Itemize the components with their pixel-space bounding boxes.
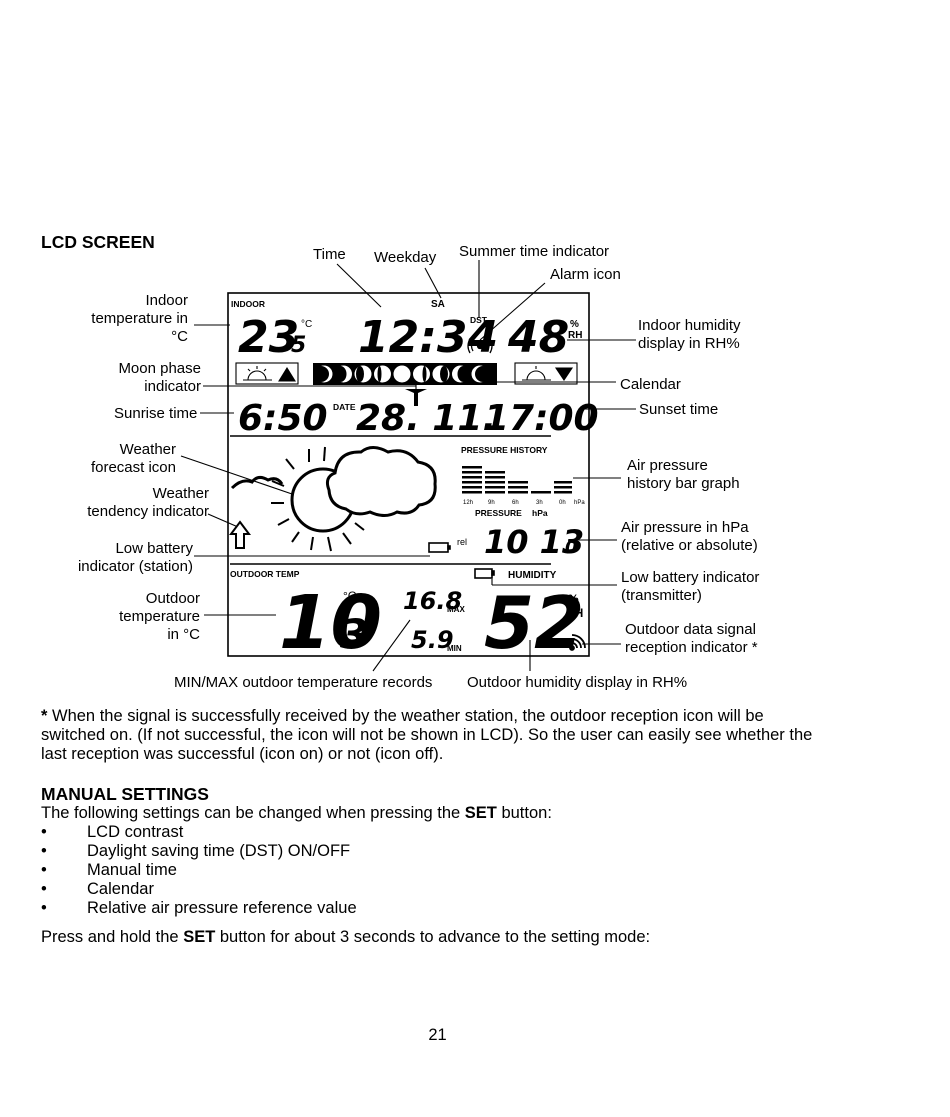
lcd-outdoor-temp-int: 10	[279, 580, 382, 666]
label-calendar: Calendar	[620, 376, 681, 393]
moon-phase-shadow-8	[457, 366, 470, 382]
lcd-humidity-label: HUMIDITY	[508, 570, 557, 581]
lcd-pressure-dec: 0	[565, 537, 578, 558]
low-battery-station-icon	[428, 542, 451, 553]
list-item: LCD contrast	[41, 823, 357, 842]
page-number: 21	[428, 1026, 447, 1044]
lcd-outdoor-humidity: 52	[484, 581, 584, 665]
label-alarm-icon: Alarm icon	[550, 266, 621, 283]
lcd-percent-2: %	[568, 592, 579, 606]
lcd-pressure-history-label: PRESSURE HISTORY	[461, 445, 548, 455]
list-item: Manual time	[41, 861, 357, 880]
label-time: Time	[313, 246, 346, 263]
section-heading-lcd: LCD SCREEN	[41, 232, 155, 252]
svg-text:3h: 3h	[536, 500, 543, 506]
footnote-star: *	[41, 707, 48, 725]
lcd-sunset: 17:00	[484, 398, 599, 439]
lcd-indoor-label: INDOOR	[231, 299, 265, 309]
lcd-outdoor-temp-dec: 3	[340, 612, 368, 658]
label-minmax: MIN/MAX outdoor temperature records	[174, 674, 433, 691]
lcd-rh: RH	[568, 330, 582, 341]
lcd-pressure-unit: hPa	[532, 508, 548, 518]
moon-phase-shadow-6	[422, 366, 427, 382]
lcd-min-value: 5.9	[411, 626, 454, 654]
weather-tendency-arrow	[229, 520, 251, 549]
moon-phase-4	[374, 365, 391, 383]
alarm-icon	[467, 338, 493, 354]
moon-phase-shadow-3	[356, 366, 364, 382]
list-item: Relative air pressure reference value	[41, 899, 357, 918]
lcd-dst: DST	[470, 315, 488, 325]
label-summer-time: Summer time indicator	[459, 243, 610, 260]
moon-phase-shadow-4	[377, 366, 382, 382]
moon-phase-shadow-2	[334, 366, 347, 382]
list-item: Daylight saving time (DST) ON/OFF	[41, 842, 357, 861]
moon-phase-6	[413, 365, 430, 383]
lcd-max-label: MAX	[447, 605, 465, 614]
manual-intro: The following settings can be changed wh…	[41, 804, 552, 822]
lcd-outdoor-label: OUTDOOR TEMP	[230, 569, 300, 579]
lcd-date-label: DATE	[333, 402, 356, 412]
svg-text:12h: 12h	[463, 500, 473, 506]
label-sunset: Sunset time	[639, 401, 719, 418]
lcd-rh-2: RH	[566, 606, 583, 620]
lcd-rel: rel	[457, 537, 467, 547]
moon-phase-icons	[313, 363, 497, 385]
lcd-percent: %	[570, 319, 579, 330]
svg-text:9h: 9h	[488, 500, 495, 506]
low-battery-tx-icon	[474, 568, 495, 579]
signal-icon	[568, 634, 586, 651]
lcd-date: 28. 11.	[356, 398, 496, 439]
sunrise-icon	[235, 362, 299, 385]
label-outdoor-humidity: Outdoor humidity display in RH%	[467, 674, 688, 691]
footnote: * When the signal is successfully receiv…	[41, 707, 813, 763]
lcd-indoor-humidity: 48	[507, 312, 569, 363]
lcd-outdoor-temp-unit: °C	[343, 589, 357, 603]
svg-text:0h: 0h	[559, 500, 566, 506]
label-sunrise: Sunrise time	[114, 405, 198, 422]
label-low-battery-tx: Low battery indicator(transmitter)	[621, 569, 760, 604]
label-air-pressure-hpa: Air pressure in hPa(relative or absolute…	[621, 519, 758, 554]
lcd-weekday: SA	[431, 299, 445, 310]
moon-phase-shadow-1	[313, 366, 329, 382]
label-weekday: Weekday	[374, 249, 437, 266]
svg-text:hPa: hPa	[574, 500, 585, 506]
moon-pointer	[405, 389, 427, 406]
list-item: Calendar	[41, 880, 357, 899]
moon-phase-5	[393, 365, 411, 383]
press-hold-text: Press and hold the SET button for about …	[41, 928, 651, 946]
moon-phase-shadow-7	[440, 366, 448, 382]
lcd-time: 12:34	[358, 312, 498, 363]
lcd-diagram: INDOOR SA 23 5 °C 12:34 DST 48 % RH 6:50…	[180, 260, 636, 672]
lcd-indoor-temp-int: 23	[238, 312, 299, 363]
lcd-indoor-temp-unit: °C	[301, 319, 312, 330]
lcd-pressure-int: 10 13	[484, 523, 584, 561]
moon-phase-shadow-9	[475, 366, 491, 382]
weather-forecast-icon	[230, 446, 437, 552]
lcd-min-label: MIN	[447, 644, 462, 653]
section-heading-manual: MANUAL SETTINGS	[41, 784, 209, 804]
lcd-sunrise: 6:50	[238, 398, 328, 439]
leader-lines	[180, 260, 636, 672]
lcd-frame	[227, 292, 590, 657]
lcd-indoor-temp-dec: 5	[291, 333, 306, 358]
lcd-max-value: 16.8	[403, 587, 462, 615]
pressure-history-bars	[462, 466, 572, 494]
sunset-icon	[514, 362, 578, 385]
settings-list: LCD contrast Daylight saving time (DST) …	[41, 823, 357, 918]
pressure-axis: 12h 9h 6h 3h 0h hPa	[463, 500, 585, 506]
svg-text:6h: 6h	[512, 500, 519, 506]
lcd-pressure-label: PRESSURE	[475, 508, 522, 518]
